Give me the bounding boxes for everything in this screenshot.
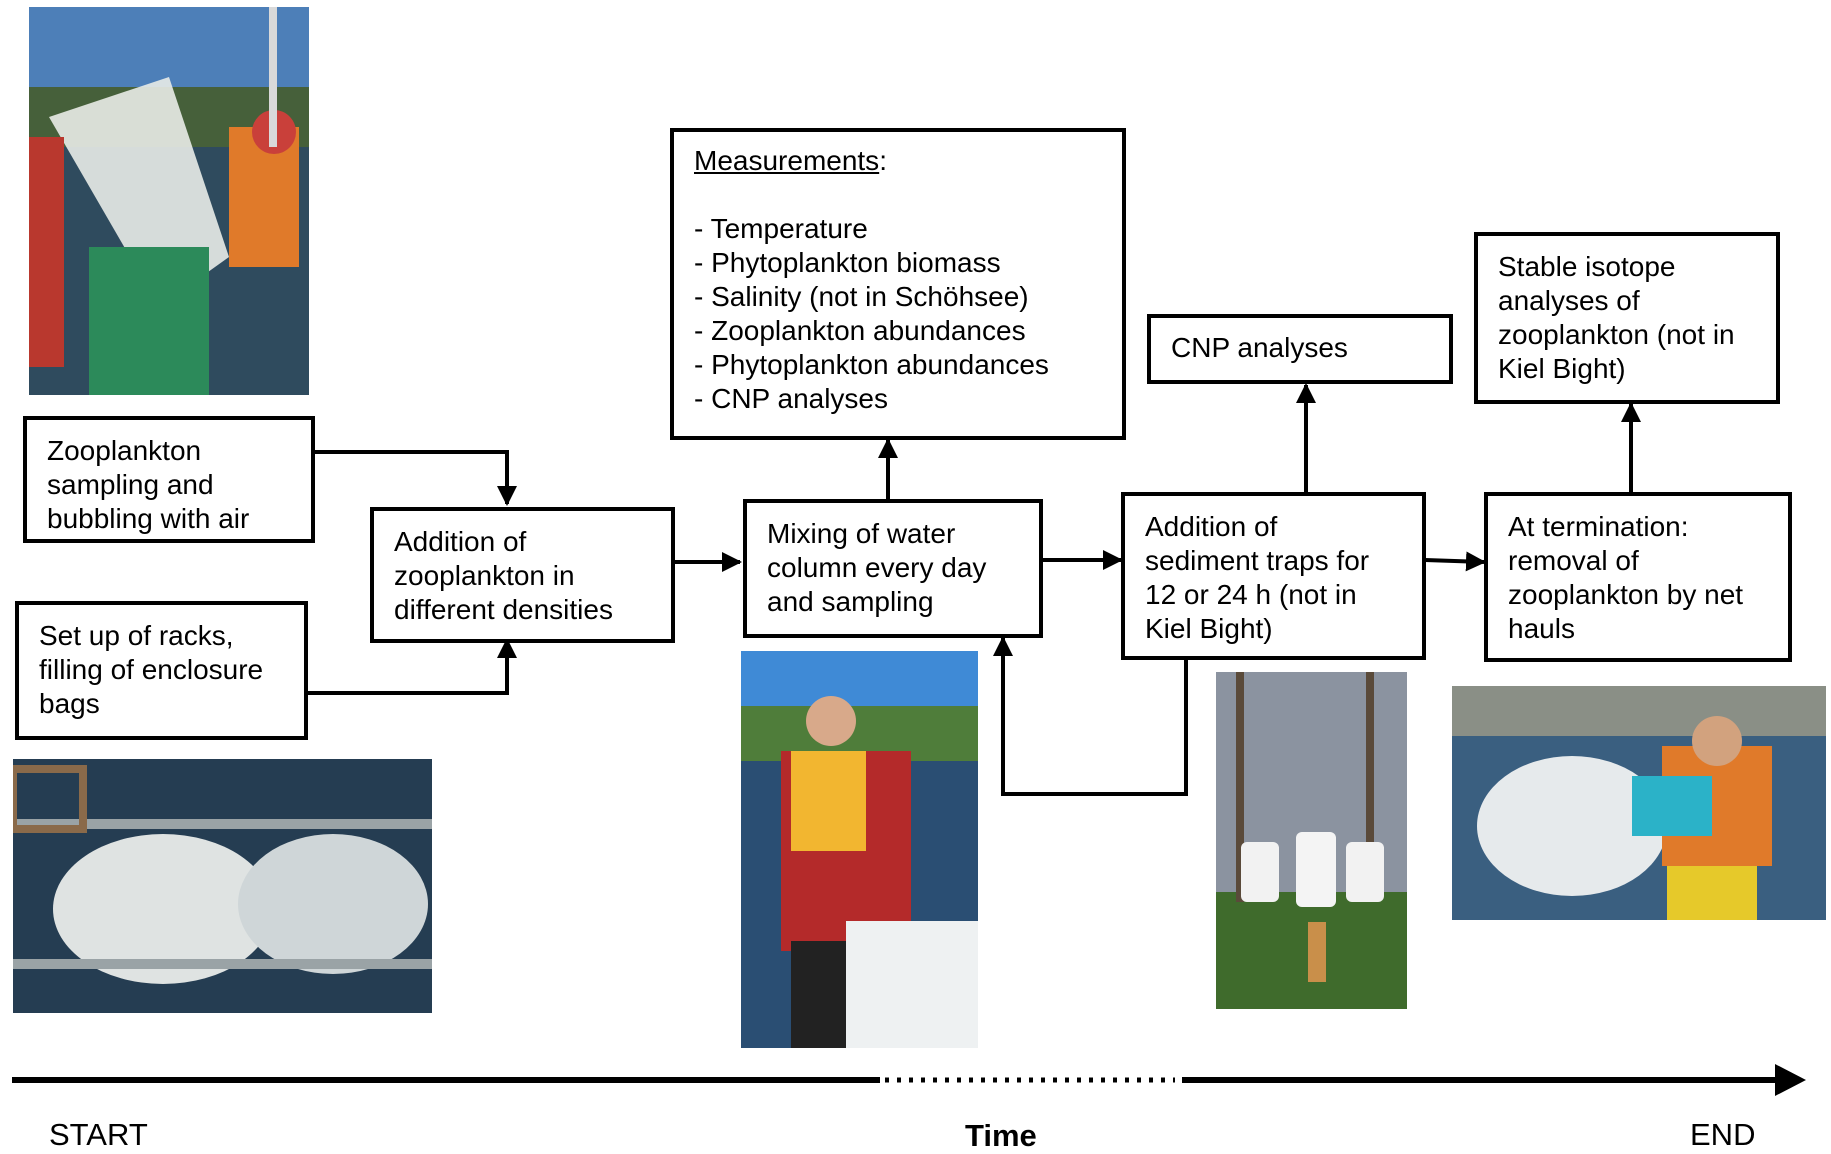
box-line: different densities	[394, 594, 613, 625]
arrow-sediment-to-termination	[1424, 551, 1486, 572]
box-sediment-traps: Addition of sediment traps for 12 or 24 …	[1121, 492, 1426, 660]
photo-enclosure-bags	[13, 759, 432, 1013]
measurements-item: - Phytoplankton biomass	[694, 247, 1001, 278]
box-line: and sampling	[767, 586, 934, 617]
box-stable-isotope: Stable isotope analyses of zooplankton (…	[1474, 232, 1780, 404]
box-line: Addition of	[394, 526, 527, 557]
box-line: Set up of racks,	[39, 620, 234, 651]
timeline-arrowhead	[1775, 1064, 1806, 1096]
box-set-up-racks: Set up of racks, filling of enclosure ba…	[15, 601, 308, 740]
box-line: column every day	[767, 552, 987, 583]
box-line: Mixing of water	[767, 518, 956, 549]
box-line: CNP analyses	[1171, 332, 1348, 363]
box-cnp-analyses: CNP analyses	[1147, 314, 1453, 384]
box-line: 12 or 24 h (not in	[1145, 579, 1357, 610]
photo-mixing-water-column	[741, 651, 978, 1048]
box-line: Kiel Bight)	[1145, 613, 1273, 644]
measurements-heading-suffix: :	[879, 145, 887, 176]
box-line: At termination:	[1508, 511, 1689, 542]
arrow-racks-to-addition	[306, 638, 517, 695]
timeline-start-label: START	[49, 1117, 148, 1152]
box-line: zooplankton (not in	[1498, 319, 1735, 350]
box-line: sediment traps for	[1145, 545, 1370, 576]
measurements-item: - Temperature	[694, 213, 868, 244]
photo-sediment-traps	[1216, 672, 1407, 1009]
timeline-time-label: Time	[965, 1118, 1037, 1153]
measurements-item: - CNP analyses	[694, 383, 889, 414]
measurements-item: - Zooplankton abundances	[694, 315, 1026, 346]
box-line: bubbling with air	[47, 503, 250, 534]
box-line: analyses of	[1498, 285, 1640, 316]
box-zooplankton-sampling: Zooplankton sampling and bubbling with a…	[23, 416, 315, 543]
photo-net-hauls-termination	[1452, 686, 1826, 920]
arrow-zooplankton-to-addition	[315, 450, 517, 506]
photo-zooplankton-net-sampling	[29, 7, 309, 395]
box-line: Addition of	[1145, 511, 1278, 542]
measurements-spacer	[694, 178, 1102, 212]
arrow-sediment-loop-to-mixing	[993, 636, 1188, 796]
box-line: zooplankton by net	[1508, 579, 1744, 610]
box-measurements: Measurements: - Temperature - Phytoplank…	[670, 128, 1126, 440]
measurements-item: - Phytoplankton abundances	[694, 349, 1049, 380]
box-addition-of-zooplankton: Addition of zooplankton in different den…	[370, 507, 675, 643]
box-line: Stable isotope	[1498, 251, 1676, 282]
box-at-termination: At termination: removal of zooplankton b…	[1484, 492, 1792, 662]
box-mixing-water-column: Mixing of water column every day and sam…	[743, 499, 1043, 638]
box-line: sampling and	[47, 469, 214, 500]
measurements-item: - Salinity (not in Schöhsee)	[694, 281, 1029, 312]
measurements-heading: Measurements:	[694, 144, 1102, 178]
box-line: Zooplankton	[47, 435, 202, 466]
box-line: removal of	[1508, 545, 1639, 576]
box-line: bags	[39, 688, 100, 719]
box-line: filling of enclosure	[39, 654, 264, 685]
timeline-end-label: END	[1690, 1117, 1756, 1152]
box-line: Kiel Bight)	[1498, 353, 1626, 384]
box-line: zooplankton in	[394, 560, 575, 591]
measurements-heading-text: Measurements	[694, 145, 880, 176]
box-line: hauls	[1508, 613, 1575, 644]
